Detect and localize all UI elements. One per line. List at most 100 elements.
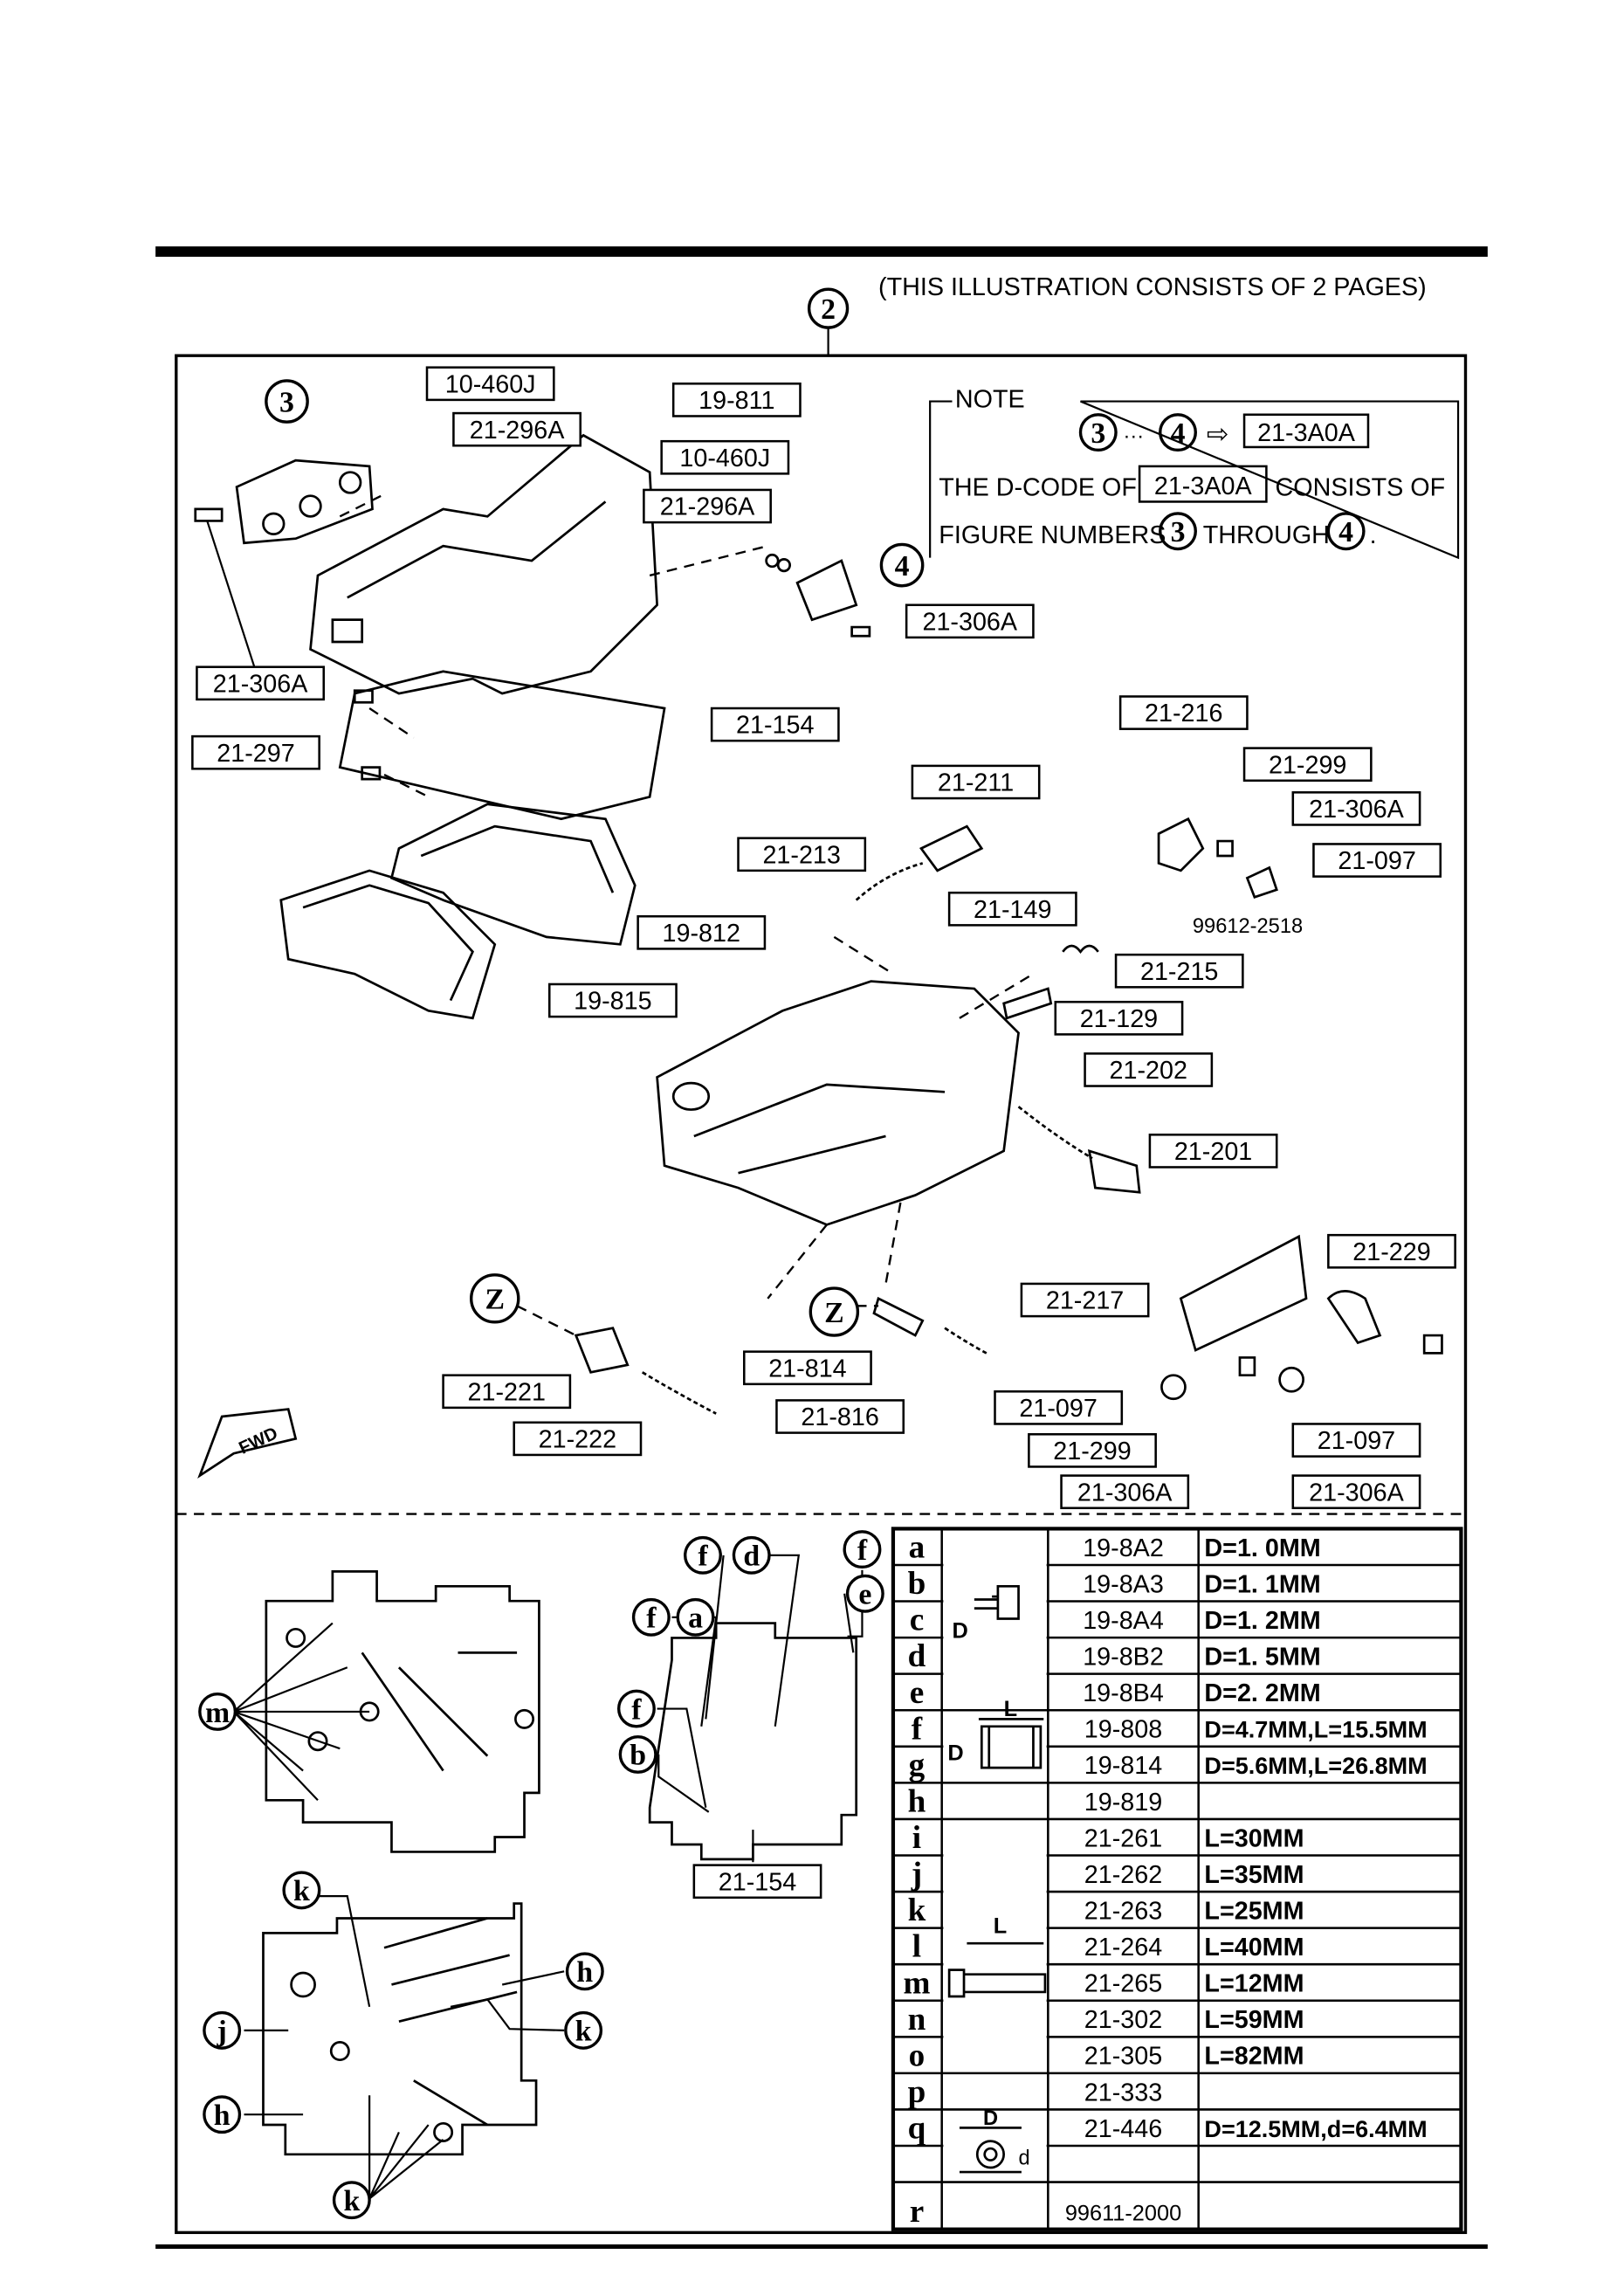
- callout-text: f: [698, 1541, 708, 1573]
- part-label-21-814: 21-814: [743, 1350, 872, 1386]
- separator-plan: [648, 1622, 858, 1863]
- part-label-21-097: 21-097: [994, 1390, 1124, 1425]
- callout-text: d: [743, 1541, 760, 1573]
- svg-text:21-3A0A: 21-3A0A: [1257, 419, 1356, 447]
- callout-text: e: [858, 1579, 871, 1611]
- part-label-text: 21-306A: [1309, 1479, 1404, 1507]
- part-label-text: 21-229: [1352, 1238, 1430, 1266]
- svg-text:3: 3: [1091, 417, 1105, 450]
- svg-text:⇨: ⇨: [1207, 419, 1228, 449]
- part-label-text: 10-460J: [679, 445, 770, 472]
- gasket-lower: [279, 869, 497, 1020]
- callout-text: j: [217, 2016, 227, 2048]
- svg-text:2: 2: [821, 293, 836, 326]
- row-code: 21-333: [1084, 2079, 1162, 2106]
- row-spec: L=35MM: [1204, 1861, 1304, 1889]
- part-label-21-097: 21-097: [1312, 843, 1442, 878]
- part-label-text: 21-296A: [470, 417, 565, 445]
- callout-text: a: [688, 1603, 703, 1635]
- row-code: 99611-2000: [1065, 2201, 1181, 2225]
- part-label-text: 21-097: [1019, 1395, 1097, 1423]
- note-line-2: THE D-CODE OF: [939, 474, 1137, 502]
- part-label-text: 21-814: [768, 1355, 846, 1382]
- solenoid-4: [765, 553, 871, 638]
- callout-text: b: [630, 1740, 646, 1772]
- valve-body-plan-bottom: [262, 1902, 538, 2156]
- row-spec: D=2. 2MM: [1204, 1679, 1320, 1707]
- part-label-21-306a: 21-306A: [1291, 1474, 1421, 1510]
- callout-text: f: [646, 1603, 657, 1635]
- svg-text:FWD: FWD: [236, 1424, 280, 1458]
- row-spec: D=5.6MM,L=26.8MM: [1204, 1753, 1427, 1779]
- letter-callout-m: m: [198, 1692, 237, 1731]
- row-code: 19-8A3: [1083, 1570, 1164, 1598]
- part-label-text: 21-306A: [922, 608, 1017, 636]
- row-letter: h: [908, 1783, 926, 1819]
- part-label-21-215: 21-215: [1114, 953, 1244, 989]
- part-label-21-154: 21-154: [692, 1864, 822, 1900]
- part-label-text: 21-154: [719, 1868, 796, 1896]
- part-label-21-213: 21-213: [737, 837, 867, 872]
- svg-text:···: ···: [1124, 425, 1145, 448]
- part-label-text: 19-812: [663, 920, 740, 948]
- letter-callout-a: a: [676, 1597, 715, 1637]
- dim-label: d: [1019, 2148, 1030, 2170]
- separator-plate: [338, 670, 666, 821]
- callout-text: h: [576, 1956, 593, 1989]
- part-label-21-816: 21-816: [775, 1399, 905, 1434]
- part-label-text: 21-215: [1140, 958, 1218, 986]
- row-letter: g: [909, 1748, 926, 1783]
- row-spec: L=59MM: [1204, 2006, 1304, 2034]
- part-label-21-129: 21-129: [1054, 1000, 1184, 1036]
- part-label-21-299: 21-299: [1028, 1433, 1157, 1468]
- letter-callout-f: f: [631, 1597, 671, 1637]
- row-code: 19-8B4: [1083, 1679, 1164, 1707]
- part-label-text: 21-097: [1318, 1427, 1395, 1455]
- illustration-frame: [175, 354, 1468, 2235]
- part-label-text: 21-306A: [1309, 796, 1404, 824]
- callout-text: Z: [824, 1297, 844, 1329]
- letter-callout-f: f: [616, 1689, 656, 1728]
- figure-callout-z: Z: [809, 1286, 860, 1337]
- row-letter: j: [911, 1857, 922, 1893]
- row-letter: o: [909, 2037, 926, 2073]
- dim-label: L: [1004, 1697, 1017, 1721]
- figure-callout-4: 4: [879, 542, 925, 588]
- part-label-21-211: 21-211: [911, 764, 1041, 800]
- valves-and-springs: [855, 817, 1278, 1194]
- row-spec: D=1. 2MM: [1204, 1607, 1320, 1635]
- solenoid-valve-group: [194, 459, 374, 668]
- part-label-text: 21-217: [1046, 1287, 1124, 1315]
- callout-text: m: [205, 1697, 230, 1729]
- lower-valve-body: [656, 935, 1035, 1300]
- dim-label: L: [994, 1913, 1007, 1938]
- part-label-21-217: 21-217: [1020, 1282, 1150, 1318]
- part-label-21-306a: 21-306A: [196, 665, 326, 701]
- part-label-text: 19-811: [698, 387, 774, 415]
- part-label-21-149: 21-149: [947, 891, 1077, 927]
- letter-callout-j: j: [203, 2010, 242, 2050]
- row-spec: D=12.5MM,d=6.4MM: [1204, 2116, 1427, 2142]
- part-label-text: 10-460J: [445, 370, 536, 398]
- pages-note: (THIS ILLUSTRATION CONSISTS OF 2 PAGES): [878, 273, 1427, 301]
- part-label-19-815: 19-815: [547, 983, 678, 1018]
- row-code: 21-261: [1084, 1824, 1162, 1852]
- part-label-21-201: 21-201: [1148, 1134, 1278, 1169]
- part-label-21-222: 21-222: [513, 1421, 643, 1457]
- callout-text: f: [857, 1534, 868, 1567]
- part-label-text: 21-213: [762, 841, 840, 869]
- row-code: 19-8A4: [1083, 1607, 1164, 1635]
- row-letter: r: [910, 2194, 925, 2230]
- row-code: 21-302: [1084, 2006, 1162, 2034]
- part-label-text: 21-297: [217, 740, 294, 768]
- row-spec: D=1. 5MM: [1204, 1644, 1320, 1672]
- row-spec: L=12MM: [1204, 1970, 1304, 1998]
- part-label-text: 21-129: [1080, 1005, 1158, 1033]
- note-line-3: FIGURE NUMBERS: [939, 521, 1166, 549]
